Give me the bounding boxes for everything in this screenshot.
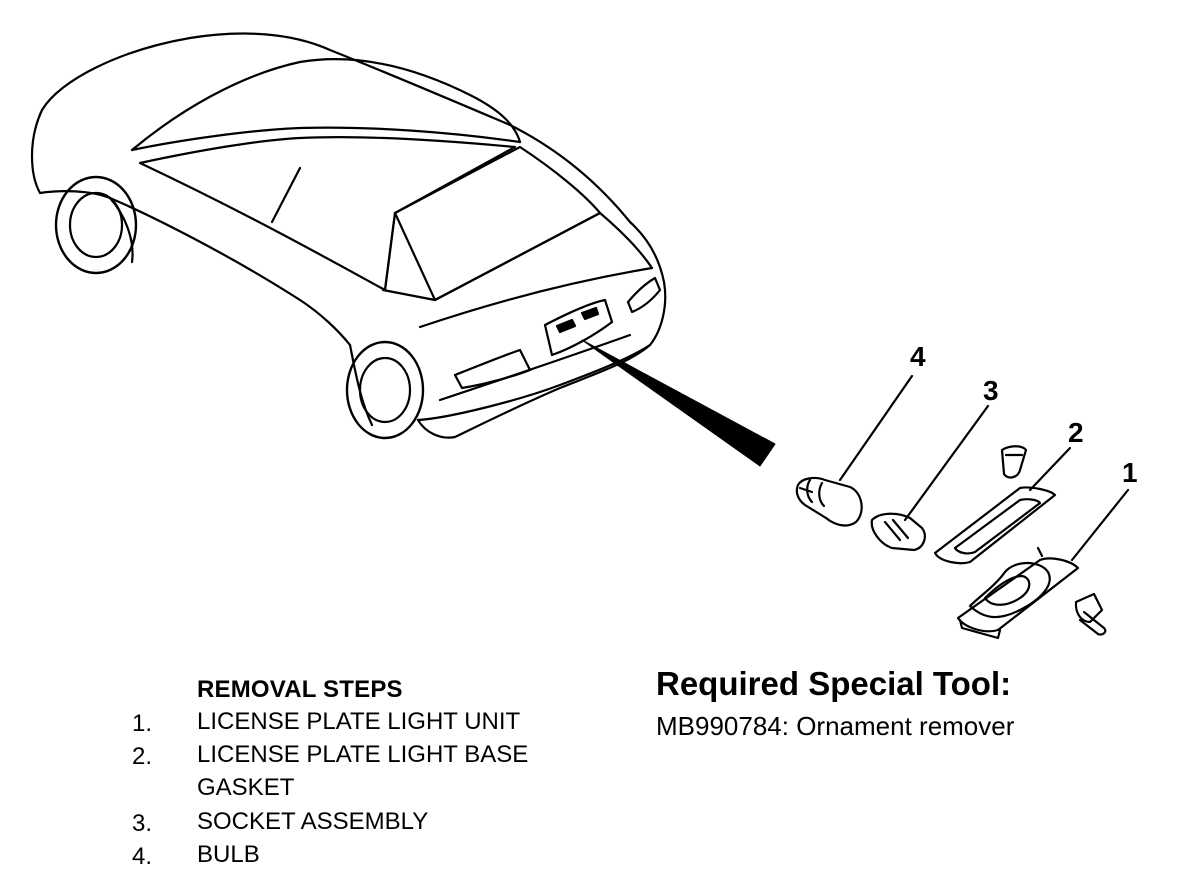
bulb — [870, 512, 926, 552]
special-tool-block: Required Special Tool: MB990784: Ornamen… — [656, 664, 1176, 744]
callout-4: 4 — [910, 341, 926, 372]
base-gasket — [933, 445, 1057, 565]
callout-1: 1 — [1122, 457, 1138, 488]
step-text: SOCKET ASSEMBLY — [197, 808, 429, 835]
step-text: BULB — [197, 841, 260, 868]
leader-line-4 — [838, 374, 914, 482]
light-unit — [956, 546, 1080, 640]
removal-steps: REMOVAL STEPS 1. LICENSE PLATE LIGHT UNI… — [132, 676, 529, 870]
leader-line-1 — [1070, 488, 1130, 562]
step-text: LICENSE PLATE LIGHT UNIT — [197, 708, 521, 735]
car-outline — [30, 32, 667, 440]
leader-line-2 — [1028, 446, 1072, 492]
leader-line-3 — [903, 404, 990, 522]
callout-3: 3 — [983, 375, 999, 406]
view-cone — [581, 339, 776, 467]
special-tool-text: MB990784: Ornament remover — [656, 711, 1015, 741]
removal-steps-title: REMOVAL STEPS — [197, 676, 403, 703]
screw — [1074, 592, 1107, 636]
exploded-view-diagram: 4 3 2 1 — [30, 32, 1138, 640]
step-number: 4. — [132, 843, 153, 870]
step-number: 3. — [132, 810, 153, 837]
step-text: LICENSE PLATE LIGHT BASE GASKET — [197, 741, 529, 801]
socket-assembly — [795, 476, 863, 527]
step-number: 2. — [132, 743, 153, 770]
step-number: 1. — [132, 710, 153, 737]
special-tool-title: Required Special Tool: — [656, 665, 1012, 702]
callout-2: 2 — [1068, 417, 1084, 448]
